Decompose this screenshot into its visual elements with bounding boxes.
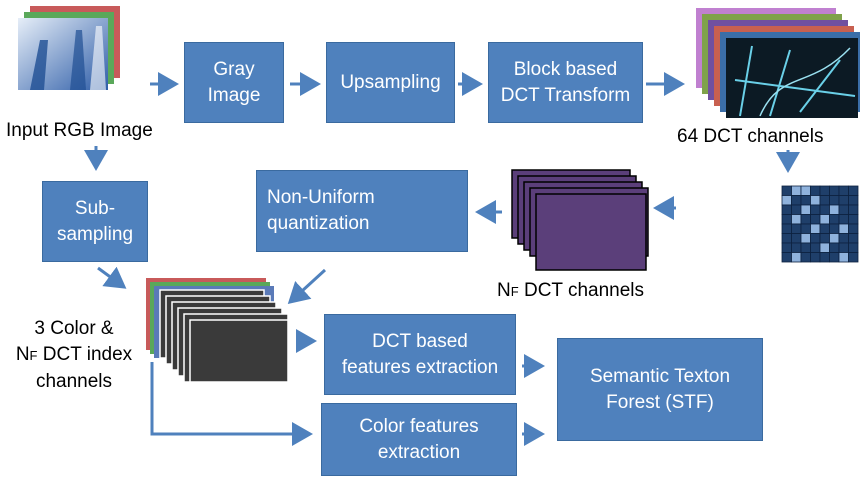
nf-prefix: N [497,280,511,301]
block-dct-line2: DCT Transform [500,84,631,106]
upsampling-box: Upsampling [326,42,455,123]
stf-box: Semantic Texton Forest (STF) [557,338,763,441]
arrow-subsampling-to-index [97,266,127,289]
subsampling-box: Sub- sampling [42,181,148,262]
nf-dct-channel-stack [511,169,649,271]
color-features-line2: extraction [377,441,461,463]
nonuniform-line2: quantization [267,213,370,234]
dct-features-line1: DCT based [372,330,468,352]
input-rgb-image-stack [18,6,120,90]
input-rgb-image-label: Input RGB Image [6,120,153,141]
nonuniform-quantization-box: Non-Uniform quantization [256,170,468,252]
dct-features-line2: features extraction [341,356,499,378]
stf-line1: Semantic Texton [589,365,731,387]
dct-selection-line1: DCT [692,201,732,222]
gray-image-line1: Gray [213,58,255,80]
color-features-line1: Color features [359,415,479,437]
color-features-box: Color features extraction [321,403,517,476]
index-line1: 3 Color & [34,318,114,339]
nf-dct-suffix: DCT channels [518,280,645,301]
dct64-label: 64 DCT channels [677,126,824,147]
index-line2-suffix: DCT index [37,344,133,365]
dct-selection-cell [848,252,859,263]
block-dct-box: Block based DCT Transform [488,42,643,123]
dct-selection-box: DCT Selection [686,180,861,270]
gray-image-box: Gray Image [184,42,284,123]
index-line2: NF DCT index [4,342,144,369]
index-nf-sub: F [29,348,38,363]
nf-dct-channels-label: NF DCT channels [497,278,644,305]
subsampling-line1: Sub- [74,197,116,219]
dct-selection-line2: Selection [692,227,771,248]
nonuniform-line1: Non-Uniform [267,187,375,208]
subsampling-line2: sampling [56,223,134,245]
flow-arrows [84,72,800,446]
block-dct-line1: Block based [513,58,618,80]
index-nf-prefix: N [15,344,30,365]
gray-image-line2: Image [207,84,261,106]
dct-selection-grid [781,185,859,263]
arrow-quantization-to-index [287,268,327,305]
nf-sub: F [510,284,519,299]
index-channels-label: 3 Color & NF DCT index channels [4,316,144,395]
dct-features-box: DCT based features extraction [324,314,516,395]
arrow-index-to-color-features [150,362,313,446]
index-line3: channels [35,371,113,392]
dct64-channel-stack [696,8,860,118]
upsampling-line1: Upsampling [340,71,441,93]
stf-line2: Forest (STF) [606,391,714,413]
index-channel-stack [146,278,289,383]
